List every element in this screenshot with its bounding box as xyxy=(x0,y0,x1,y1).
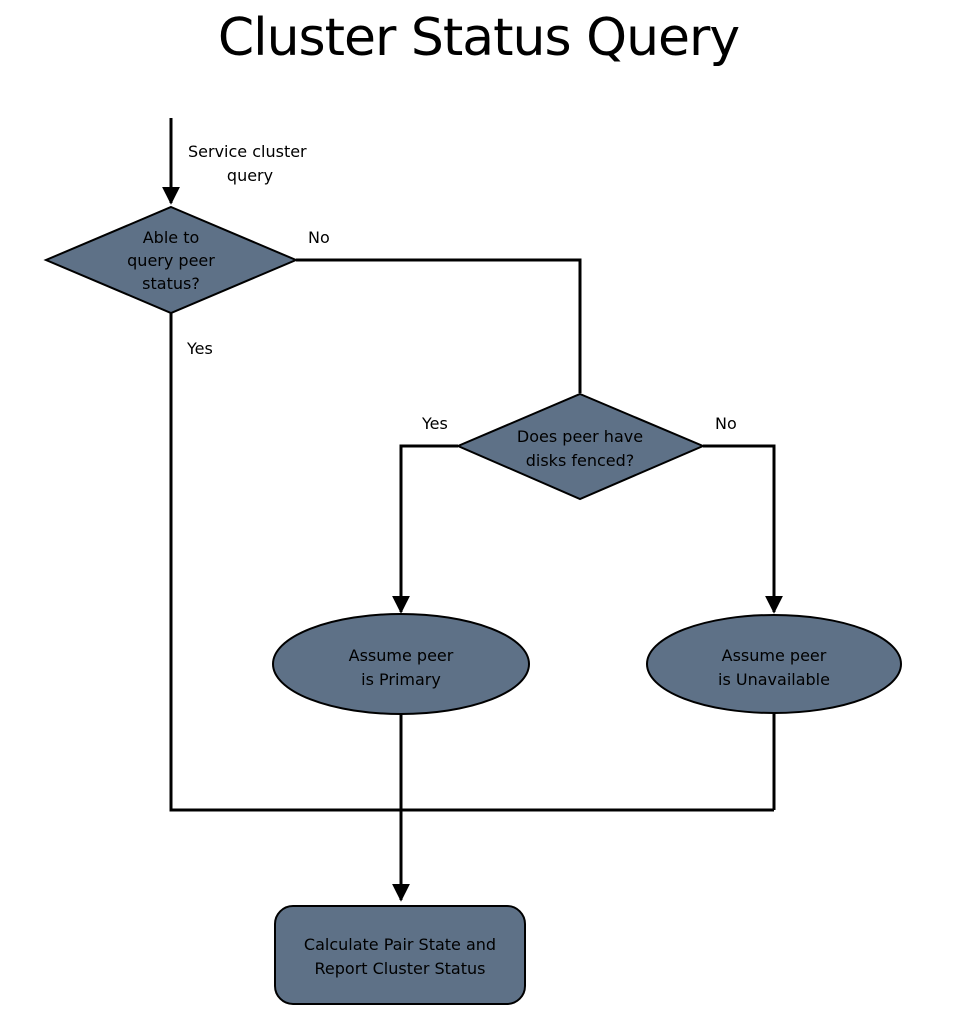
edge-peer-status-no xyxy=(296,258,582,393)
edges xyxy=(162,118,783,902)
calculate-report-line1: Calculate Pair State and xyxy=(304,935,496,954)
decision-disks-fenced: Does peer have disks fenced? xyxy=(455,392,706,501)
decision-peer-status-line3: status? xyxy=(142,274,200,293)
assume-unavailable-line1: Assume peer xyxy=(722,646,827,665)
peer-status-no-label: No xyxy=(308,228,330,247)
assume-primary-node: Assume peer is Primary xyxy=(272,613,530,715)
decision-disks-fenced-line2: disks fenced? xyxy=(526,451,635,470)
page-title: Cluster Status Query xyxy=(217,8,740,68)
decision-peer-status-line2: query peer xyxy=(127,251,215,270)
edge-fenced-yes xyxy=(392,444,458,614)
assume-unavailable-line2: is Unavailable xyxy=(718,670,830,689)
edge-fenced-no xyxy=(703,444,783,614)
calculate-report-line2: Report Cluster Status xyxy=(315,959,486,978)
decision-peer-status: Able to query peer status? xyxy=(43,205,299,315)
fenced-yes-label: Yes xyxy=(421,414,448,433)
decision-disks-fenced-line1: Does peer have xyxy=(517,427,643,446)
decision-peer-status-line1: Able to xyxy=(143,228,200,247)
entry-label-line1: Service cluster xyxy=(188,142,307,161)
peer-status-yes-label: Yes xyxy=(186,339,213,358)
fenced-no-label: No xyxy=(715,414,737,433)
entry-label-line2: query xyxy=(227,166,273,185)
assume-primary-line1: Assume peer xyxy=(349,646,454,665)
edge-labels: Service cluster query No Yes Yes No xyxy=(186,142,737,433)
edge-peer-status-yes xyxy=(169,310,774,812)
assume-primary-line2: is Primary xyxy=(361,670,441,689)
assume-unavailable-node: Assume peer is Unavailable xyxy=(646,614,902,714)
calculate-report-node: Calculate Pair State and Report Cluster … xyxy=(274,905,526,1005)
